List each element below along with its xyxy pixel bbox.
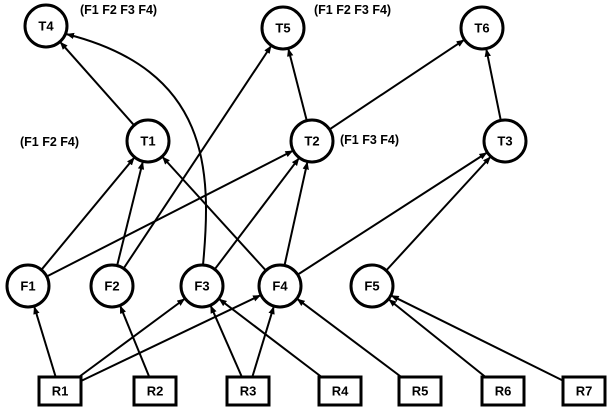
edge-r2-to-f2 xyxy=(119,305,151,378)
node-t2-label: T2 xyxy=(304,134,319,149)
node-t1-shape xyxy=(125,118,171,164)
edge-f1-to-t2 xyxy=(46,149,294,278)
node-r3-label: R3 xyxy=(240,384,257,399)
t1-annotation: (F1 F2 F4) xyxy=(20,135,79,149)
node-t5-shape xyxy=(260,5,306,51)
edge-f3-to-t4 xyxy=(65,32,207,266)
node-r5-label: R5 xyxy=(412,384,429,399)
edge-f2-to-t5 xyxy=(122,44,273,270)
node-t5-label: T5 xyxy=(275,21,290,36)
node-t3-label: T3 xyxy=(497,134,512,149)
edge-r5-to-f4 xyxy=(296,297,402,378)
node-r3-shape xyxy=(225,375,271,407)
edge-r3-to-f3 xyxy=(209,304,243,378)
node-r6-shape xyxy=(480,375,526,407)
node-r1: R1 xyxy=(37,375,83,407)
edge-r1-to-f4 xyxy=(80,294,262,382)
node-r4: R4 xyxy=(317,375,363,407)
node-f1: F1 xyxy=(5,263,51,309)
edge-f1-to-t1 xyxy=(40,156,136,271)
edge-f4-to-t3 xyxy=(297,151,488,276)
edge-t1-to-t4 xyxy=(59,41,135,126)
node-f1-label: F1 xyxy=(20,279,35,294)
edges-layer xyxy=(33,32,564,382)
node-t2-shape xyxy=(289,118,335,164)
node-r4-label: R4 xyxy=(332,384,349,399)
edge-r1-to-f3 xyxy=(78,297,186,378)
edge-t2-to-t6 xyxy=(328,38,466,131)
node-r2: R2 xyxy=(132,375,178,407)
node-t1: T1 xyxy=(125,118,171,164)
node-r7-label: R7 xyxy=(576,384,593,399)
node-f3-shape xyxy=(179,263,225,309)
node-t5: T5 xyxy=(260,5,306,51)
edge-f2-to-t1 xyxy=(116,161,145,266)
node-r4-shape xyxy=(317,375,363,407)
node-f5-label: F5 xyxy=(364,279,379,294)
t4-annotation: (F1 F2 F3 F4) xyxy=(80,3,157,17)
node-t6: T6 xyxy=(459,5,505,51)
node-f5-shape xyxy=(349,263,395,309)
node-f2-shape xyxy=(89,263,135,309)
node-t6-label: T6 xyxy=(474,21,489,36)
node-f2-label: F2 xyxy=(104,279,119,294)
node-f1-shape xyxy=(5,263,51,309)
node-f2: F2 xyxy=(89,263,135,309)
node-r7: R7 xyxy=(561,375,607,407)
edge-r3-to-f4 xyxy=(251,305,275,378)
node-r1-shape xyxy=(37,375,83,407)
node-t1-label: T1 xyxy=(140,134,155,149)
node-r5-shape xyxy=(397,375,443,407)
node-r6: R6 xyxy=(480,375,526,407)
edge-r6-to-f5 xyxy=(387,298,487,378)
node-r1-label: R1 xyxy=(52,384,69,399)
node-t4-shape xyxy=(23,3,69,49)
node-t6-shape xyxy=(459,5,505,51)
node-r6-label: R6 xyxy=(495,384,512,399)
edge-r7-to-f5 xyxy=(390,294,564,382)
node-f4-shape xyxy=(257,263,303,309)
node-t3: T3 xyxy=(482,118,528,164)
edge-f4-to-t1 xyxy=(161,155,267,272)
node-f3-label: F3 xyxy=(194,279,209,294)
edge-t2-to-t5 xyxy=(287,48,308,121)
edge-f4-to-t2 xyxy=(283,161,309,266)
node-t4-label: T4 xyxy=(38,19,54,34)
node-f4: F4 xyxy=(257,263,303,309)
node-t4: T4 xyxy=(23,3,69,49)
node-r2-label: R2 xyxy=(147,384,164,399)
node-f3: F3 xyxy=(179,263,225,309)
edge-t3-to-t6 xyxy=(484,48,502,121)
edge-r4-to-f3 xyxy=(218,297,323,378)
edge-f3-to-t2 xyxy=(213,157,301,270)
node-r3: R3 xyxy=(225,375,271,407)
node-r5: R5 xyxy=(397,375,443,407)
node-r7-shape xyxy=(561,375,607,407)
node-t3-shape xyxy=(482,118,528,164)
edge-r1-to-f1 xyxy=(33,305,57,378)
edge-f5-to-t3 xyxy=(385,155,492,272)
t2-annotation: (F1 F3 F4) xyxy=(340,133,399,147)
node-f4-label: F4 xyxy=(272,279,288,294)
t5-annotation: (F1 F2 F3 F4) xyxy=(314,3,391,17)
node-t2: T2 xyxy=(289,118,335,164)
annotations-layer: (F1 F2 F3 F4) (F1 F2 F3 F4) (F1 F2 F4) (… xyxy=(20,3,399,149)
node-r2-shape xyxy=(132,375,178,407)
node-f5: F5 xyxy=(349,263,395,309)
